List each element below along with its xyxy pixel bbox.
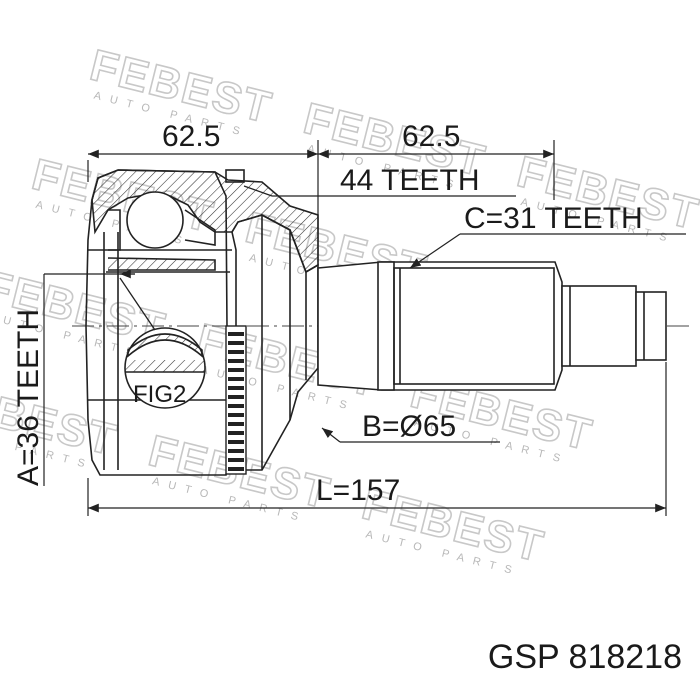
diameter-callout: B=Ø65: [321, 410, 500, 443]
tone-ring-tooth: [228, 449, 244, 453]
tone-ring-tooth: [228, 377, 244, 381]
total-length-label: L=157: [316, 474, 400, 507]
tone-ring-tooth: [228, 431, 244, 435]
outer-teeth-label: 44 TEETH: [340, 164, 480, 197]
upper-ball-section: [106, 191, 230, 273]
right-length-label: 62.5: [402, 120, 460, 153]
tone-ring-tooth: [228, 458, 244, 462]
tone-ring-tooth: [228, 413, 244, 417]
fig2-detail: FIG2: [119, 277, 206, 409]
tone-ring-tooth: [228, 404, 244, 408]
tone-ring-tooth: [228, 467, 244, 471]
tone-ring-tooth: [228, 341, 244, 345]
tone-ring-tooth: [228, 386, 244, 390]
fig2-label: FIG2: [133, 381, 186, 408]
tone-ring-tooth: [228, 422, 244, 426]
inner-teeth-callout: A=36 TEETH: [12, 269, 135, 486]
stub-shaft: [317, 261, 667, 391]
top-dimensions: 62.5 62.5: [87, 120, 555, 262]
shaft-teeth-callout: C=31 TEETH: [409, 202, 686, 269]
tone-ring-tooth: [228, 350, 244, 354]
tone-ring: [225, 325, 247, 475]
inner-teeth-label: A=36 TEETH: [12, 309, 45, 486]
tone-ring-tooth: [228, 359, 244, 363]
left-length-label: 62.5: [162, 120, 220, 153]
diameter-label: B=Ø65: [362, 410, 456, 443]
tone-ring-tooth: [228, 368, 244, 372]
outer-teeth-callout: 44 TEETH: [243, 164, 516, 197]
shaft-teeth-label: C=31 TEETH: [464, 202, 643, 235]
tone-ring-tooth: [228, 395, 244, 399]
outer-housing: [85, 169, 319, 476]
part-number: GSP 818218: [487, 638, 682, 676]
total-length-dimension: L=157: [87, 362, 667, 516]
tone-ring-tooth: [228, 440, 244, 444]
tone-ring-tooth: [228, 332, 244, 336]
